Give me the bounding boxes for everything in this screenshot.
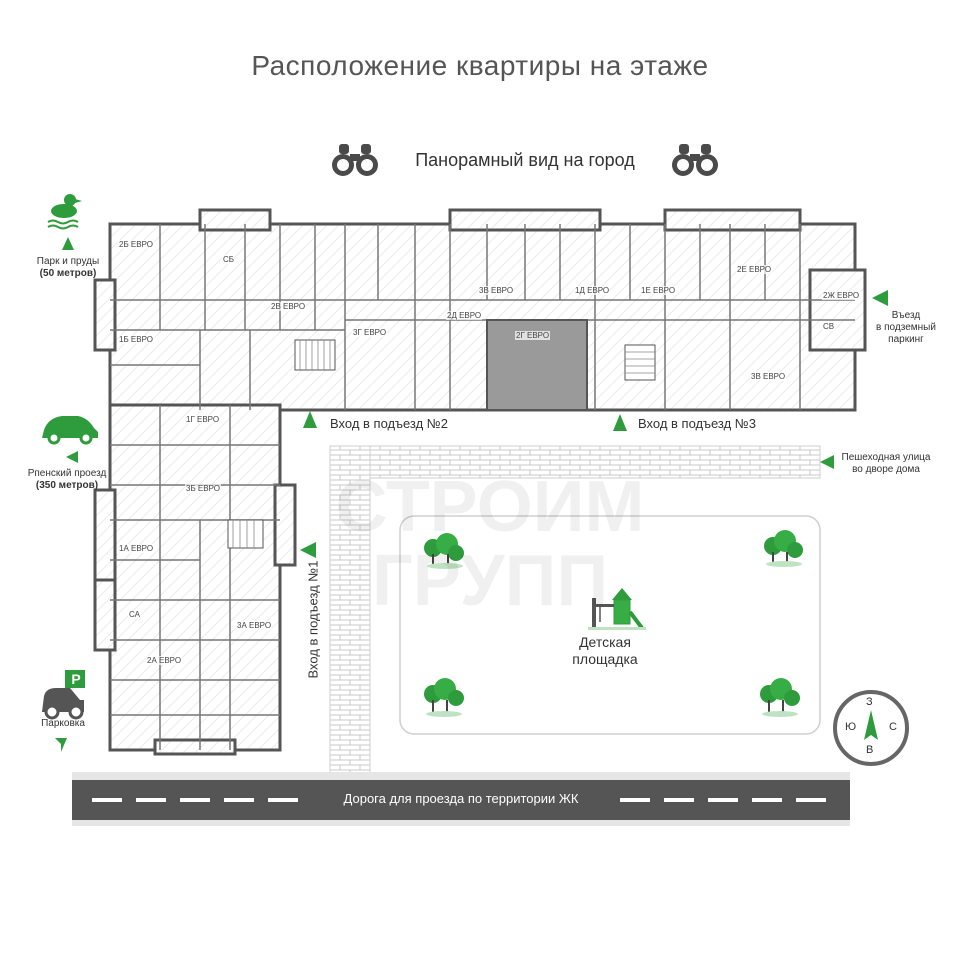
park-label: Парк и пруды (50 метров) bbox=[18, 256, 118, 280]
pedestrian-label-line1: Пешеходная улица bbox=[841, 452, 931, 463]
apartment-label: 2Ж ЕВРО bbox=[822, 291, 861, 300]
panorama-banner: Панорамный вид на город bbox=[330, 140, 720, 180]
watermark-line1: СТРОИМ bbox=[335, 467, 645, 547]
apartment-label: 3А ЕВРО bbox=[236, 621, 273, 630]
interior-walls bbox=[110, 224, 855, 750]
parking-car-icon bbox=[42, 670, 85, 720]
street-label-line1: Рпенский проезд bbox=[27, 468, 107, 479]
apartment-label: 3Г ЕВРО bbox=[352, 328, 388, 337]
apartment-label: СА bbox=[128, 610, 141, 619]
tree-icon bbox=[760, 678, 800, 717]
panorama-text: Панорамный вид на город bbox=[415, 149, 635, 170]
underground-label: Въезд в подземный паркинг bbox=[864, 310, 948, 346]
car-icon bbox=[42, 416, 98, 445]
apartment-label: 3В ЕВРО bbox=[750, 372, 787, 381]
apartment-label: 1Б ЕВРО bbox=[118, 335, 154, 344]
parking-label: Парковка bbox=[41, 718, 85, 729]
road-label: Дорога для проезда по территории ЖК bbox=[306, 791, 616, 806]
apartment-label: СБ bbox=[222, 255, 236, 264]
entrance-3-label: Вход в подъезд №3 bbox=[638, 416, 756, 431]
pedestrian-label-line2: во дворе дома bbox=[852, 464, 920, 475]
stairwell bbox=[227, 339, 656, 549]
entrance-2-label: Вход в подъезд №2 bbox=[330, 416, 448, 431]
watermark: СТРОИМ ГРУПП bbox=[330, 470, 650, 618]
street-label-line2: (350 метров) bbox=[35, 480, 99, 491]
compass-e: С bbox=[889, 721, 897, 733]
compass-n: З bbox=[866, 696, 873, 708]
entrance-1-label: Вход в подъезд №1 bbox=[305, 560, 321, 679]
apartment-label: 1Г ЕВРО bbox=[185, 415, 221, 424]
compass-w: Ю bbox=[845, 721, 857, 733]
duck-icon bbox=[47, 194, 82, 230]
apartment-label: 2Е ЕВРО bbox=[736, 265, 773, 274]
underground-label-line1: Въезд bbox=[891, 310, 921, 321]
compass-s: В bbox=[866, 744, 874, 756]
apartment-label: 1А ЕВРО bbox=[118, 544, 155, 553]
binoculars-icon bbox=[332, 144, 378, 176]
compass-icon bbox=[833, 690, 909, 766]
apartment-label: 3Б ЕВРО bbox=[185, 484, 221, 493]
stair-steps bbox=[232, 340, 655, 548]
underground-label-line2: в подземный bbox=[876, 322, 936, 333]
playground-label-line1: Детская bbox=[579, 634, 631, 650]
apartment-label: 2Г ЕВРО bbox=[515, 331, 551, 340]
tree-icon bbox=[424, 678, 464, 717]
parking-sign: P bbox=[71, 671, 81, 687]
page-title: Расположение квартиры на этаже bbox=[251, 50, 709, 81]
entrance-walkway bbox=[329, 445, 371, 775]
building-left-wing bbox=[93, 403, 297, 756]
apartment-label: 2Д ЕВРО bbox=[446, 311, 483, 320]
tree-icon bbox=[424, 533, 464, 569]
park-label-line2: (50 метров) bbox=[39, 268, 97, 279]
apartment-label: СВ bbox=[822, 322, 836, 331]
apartment-label: 2А ЕВРО bbox=[146, 656, 183, 665]
apartment-label: 2Б ЕВРО bbox=[118, 240, 154, 249]
apartment-label: 2В ЕВРО bbox=[270, 302, 307, 311]
apartment-label: 3В ЕВРО bbox=[478, 286, 515, 295]
apartment-label: 1Е ЕВРО bbox=[640, 286, 677, 295]
apartment-label: 1Д ЕВРО bbox=[574, 286, 611, 295]
courtyard bbox=[399, 515, 821, 735]
binoculars-icon bbox=[672, 144, 718, 176]
playground-label: Детская площадка bbox=[555, 634, 655, 668]
street-label: Рпенский проезд (350 метров) bbox=[12, 468, 122, 492]
playground-label-line2: площадка bbox=[572, 651, 638, 667]
playground-icon bbox=[588, 588, 646, 630]
park-label-line1: Парк и пруды bbox=[36, 256, 100, 267]
watermark-line2: ГРУПП bbox=[371, 541, 609, 621]
underground-label-line3: паркинг bbox=[888, 334, 924, 345]
arrow-icons bbox=[55, 237, 888, 752]
pedestrian-label: Пешеходная улица во дворе дома bbox=[836, 452, 936, 476]
tree-icon bbox=[764, 530, 803, 567]
